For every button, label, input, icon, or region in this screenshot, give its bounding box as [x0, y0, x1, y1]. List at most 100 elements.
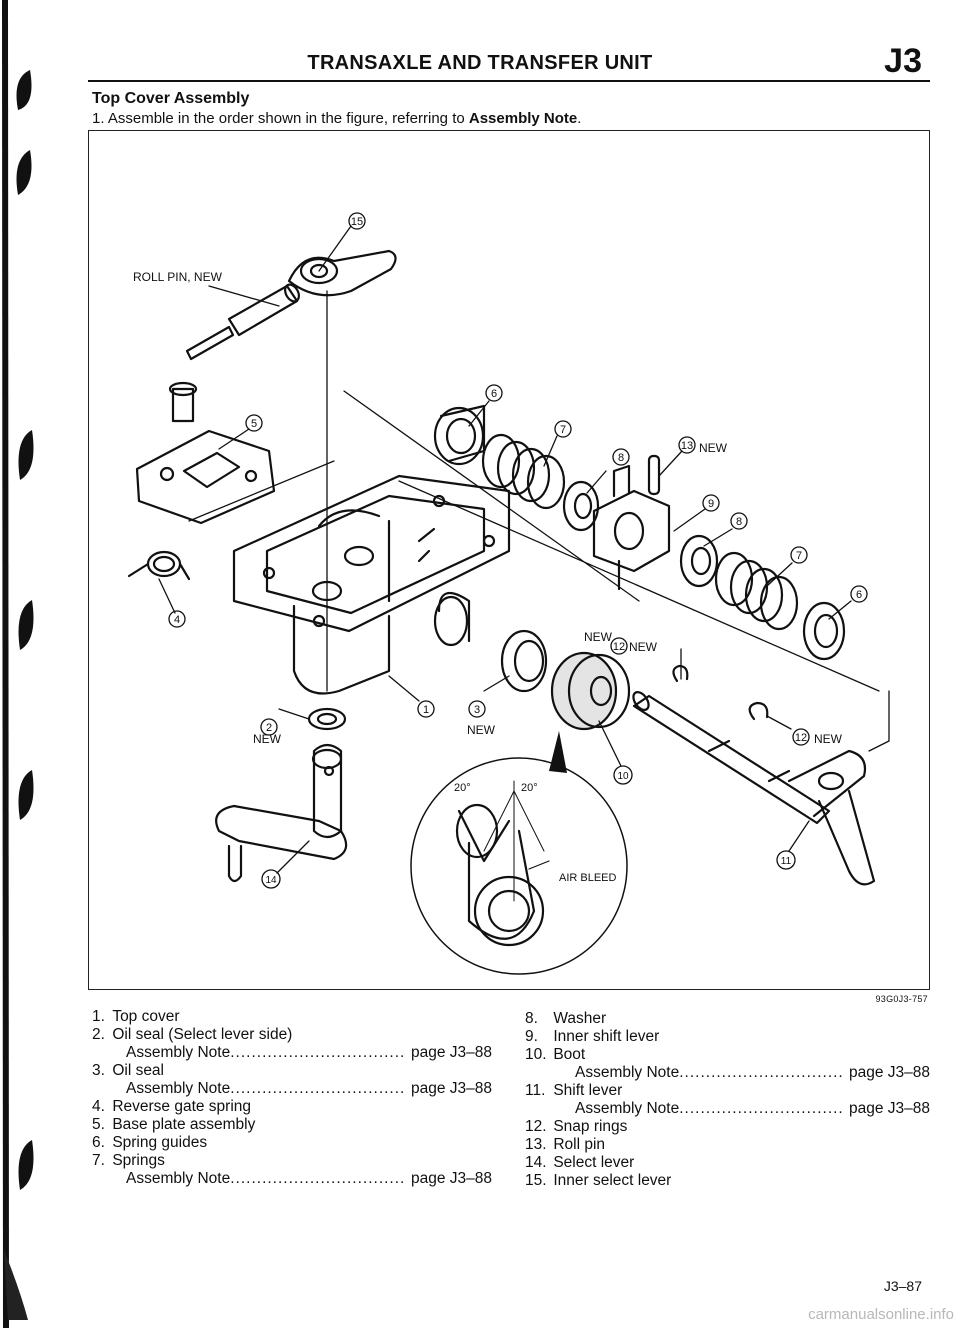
- page-header-title: TRANSAXLE AND TRANSFER UNIT: [307, 52, 653, 74]
- legend-note: Assembly Notepage J3–88: [92, 1170, 492, 1188]
- header-rule: [88, 80, 930, 82]
- shift-lever: [632, 691, 876, 886]
- inner-select-lever: [287, 249, 397, 297]
- new-label-13-top: NEW: [699, 441, 728, 455]
- callout-8a: 8: [612, 448, 630, 466]
- callout-14: 14: [261, 869, 281, 889]
- boot: [550, 651, 631, 731]
- legend-item: 13. Roll pin: [525, 1136, 606, 1153]
- washer-right: [679, 534, 719, 588]
- svg-text:7: 7: [560, 424, 566, 436]
- springs-right: [714, 551, 799, 631]
- legend-item: 8. Washer: [525, 1010, 607, 1027]
- oil-seal-3: [500, 629, 548, 693]
- legend-item: 4. Reverse gate spring: [92, 1098, 252, 1115]
- legend-item: 7. Springs: [92, 1152, 165, 1169]
- air-bleed-label: AIR BLEED: [559, 872, 617, 884]
- svg-text:9: 9: [708, 498, 714, 510]
- legend-item: 1. Top cover: [92, 1008, 180, 1025]
- callout-6a: 6: [485, 384, 503, 402]
- svg-text:2: 2: [266, 722, 272, 734]
- springs-left: [481, 433, 566, 510]
- svg-text:4: 4: [174, 614, 180, 626]
- reverse-gate-spring: [127, 550, 191, 581]
- svg-text:6: 6: [856, 589, 862, 601]
- legend-note: Assembly Notepage J3–88: [525, 1100, 930, 1118]
- legend-item: 15. Inner select lever: [525, 1172, 672, 1189]
- top-cover: [232, 474, 511, 695]
- callout-8b: 8: [730, 512, 748, 530]
- svg-text:10: 10: [617, 771, 629, 782]
- legend-item: 5. Base plate assembly: [92, 1116, 256, 1133]
- new-label-2: NEW: [253, 732, 282, 746]
- section-title: Top Cover Assembly: [92, 90, 250, 107]
- legend-note: Assembly Notepage J3–88: [92, 1044, 492, 1062]
- detail-arrow-icon: [549, 731, 567, 773]
- legend-item: 14. Select lever: [525, 1154, 635, 1171]
- svg-text:8: 8: [618, 452, 624, 464]
- section-code: J3: [884, 42, 922, 80]
- svg-text:12: 12: [613, 641, 625, 653]
- legend-item: 2. Oil seal (Select lever side): [92, 1026, 293, 1043]
- parts-legend-left: 1. Top cover 2. Oil seal (Select lever s…: [92, 1008, 492, 1188]
- callout-7a: 7: [554, 420, 572, 438]
- svg-text:7: 7: [796, 550, 802, 562]
- roll-pin-13: [647, 454, 661, 496]
- callout-11: 11: [776, 850, 796, 870]
- new-label-3: NEW: [467, 723, 496, 737]
- svg-text:3: 3: [474, 704, 480, 716]
- select-lever: [215, 743, 348, 883]
- callout-6b: 6: [850, 585, 868, 603]
- svg-text:1: 1: [423, 704, 429, 716]
- legend-note: Assembly Notepage J3–88: [92, 1080, 492, 1098]
- spring-guide-right: [802, 601, 846, 661]
- roll-pin-top: [185, 283, 300, 361]
- svg-text:12: 12: [795, 732, 807, 744]
- legend-item: 9. Inner shift lever: [525, 1028, 660, 1045]
- callout-7b: 7: [790, 546, 808, 564]
- svg-text:14: 14: [265, 875, 277, 886]
- callout-12b: 12: [792, 728, 810, 746]
- legend-item: 11. Shift lever: [525, 1082, 623, 1099]
- parts-legend-right: 8. Washer 9. Inner shift lever 10. Boot …: [525, 1010, 930, 1190]
- callout-10: 10: [613, 765, 633, 785]
- base-plate-assembly: [135, 381, 276, 525]
- callout-5: 5: [245, 414, 263, 432]
- figure-code: 93G0J3-757: [875, 994, 928, 1004]
- legend-item: 10. Boot: [525, 1046, 586, 1063]
- callout-12a: 12: [610, 637, 628, 655]
- assembly-instruction: 1. Assemble in the order shown in the fi…: [92, 110, 581, 127]
- new-label-13: NEW: [584, 630, 613, 644]
- legend-item: 6. Spring guides: [92, 1134, 208, 1151]
- instruction-bold: Assembly Note: [468, 110, 578, 127]
- svg-text:15: 15: [351, 216, 363, 228]
- spring-guide-left: [433, 404, 486, 466]
- svg-text:8: 8: [736, 516, 742, 528]
- binding-edge: [2, 0, 34, 1328]
- callout-3: 3: [468, 700, 486, 718]
- callout-2: 2: [260, 718, 278, 736]
- legend-item: 12. Snap rings: [525, 1118, 628, 1135]
- callout-1: 1: [417, 700, 435, 718]
- angle-right-label: 20°: [521, 782, 538, 794]
- snap-ring-upper: [672, 664, 689, 683]
- angle-left-label: 20°: [454, 782, 471, 794]
- oil-seal-2: [307, 707, 347, 731]
- legend-note: Assembly Notepage J3–88: [525, 1064, 930, 1082]
- svg-text:6: 6: [491, 388, 497, 400]
- roll-pin-label: ROLL PIN, NEW: [133, 270, 223, 284]
- callout-4: 4: [168, 610, 186, 628]
- air-bleed-detail: [410, 757, 628, 975]
- exploded-view-figure: ROLL PIN, NEW NEW NEW NEW NEW NEW NEW AI…: [88, 130, 930, 990]
- instruction-text: 1. Assemble in the order shown in the fi…: [92, 110, 469, 127]
- watermark: carmanualsonline.info: [808, 1306, 954, 1323]
- callout-13: 13: [678, 436, 696, 454]
- snap-ring-lower: [748, 701, 769, 721]
- callout-15: 15: [348, 212, 366, 230]
- inner-shift-lever: [592, 464, 671, 591]
- exploded-view-drawing: ROLL PIN, NEW NEW NEW NEW NEW NEW NEW AI…: [127, 212, 890, 975]
- instruction-end: .: [577, 110, 582, 127]
- new-label-12a: NEW: [629, 640, 658, 654]
- new-label-12b: NEW: [814, 732, 843, 746]
- svg-text:5: 5: [251, 418, 257, 430]
